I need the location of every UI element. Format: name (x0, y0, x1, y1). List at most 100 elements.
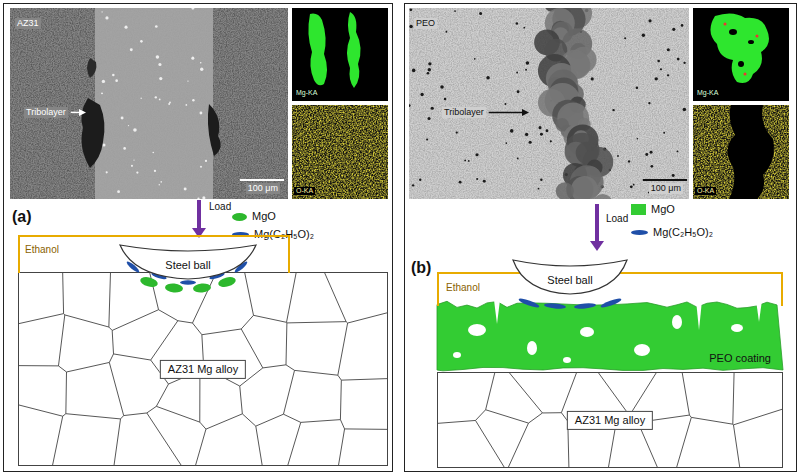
alloy-substrate: AZ31 Mg alloy (437, 372, 783, 468)
wear-debris (185, 104, 187, 106)
wear-debris (112, 74, 115, 77)
element-signal (308, 14, 327, 86)
coating-pore (628, 160, 630, 162)
load-label: Load (606, 213, 628, 225)
coating-pore (657, 60, 660, 63)
signal-dot (744, 73, 747, 76)
coating-pore (681, 24, 684, 27)
legend-text: MgO (252, 210, 276, 223)
legend-item: Mg(C₂H₅O)₂ (631, 226, 713, 239)
signal-gap (748, 40, 754, 44)
node-text: Tribolayer (442, 107, 486, 118)
wear-debris (159, 184, 160, 185)
coating-pore (464, 160, 466, 162)
ethoxide-film (209, 271, 226, 280)
text-slot: Steel ball (513, 270, 627, 288)
ethoxide-film (233, 260, 248, 274)
coating-pore (642, 34, 645, 37)
alloy-substrate: AZ31 Mg alloy (18, 272, 388, 466)
peo-coating: PEO coating (437, 300, 783, 372)
wear-debris (101, 92, 103, 94)
text-slot: Ethanol (444, 277, 482, 295)
legend-swatch (631, 230, 648, 235)
mgo-particle (165, 283, 184, 294)
wear-debris (159, 99, 161, 101)
ethanol-bath: EthanolSteel ball (18, 235, 290, 273)
coating-pore (546, 129, 549, 132)
scale-bar (643, 179, 687, 181)
node-text: PEO coating (709, 352, 771, 365)
steel-ball: Steel ball (513, 258, 627, 296)
text-slot: Tribolayer (24, 101, 68, 119)
coating-pore (538, 126, 541, 129)
coating-pore (420, 93, 423, 96)
steel-ball-outline (513, 260, 627, 294)
signal-dot (724, 23, 727, 26)
wear-debris (130, 48, 133, 51)
coating-pore (683, 62, 685, 64)
coating-pore (453, 352, 461, 358)
wear-debris (124, 26, 127, 29)
coating-pore (483, 180, 486, 183)
grain-boundaries (19, 273, 387, 465)
node-text: 100 μm (649, 183, 683, 194)
load-arrow-head (590, 241, 604, 251)
load-arrow (197, 200, 201, 229)
legend-text: Mg(C₂H₅O)₂ (653, 226, 713, 239)
coating-pore (591, 77, 594, 80)
tribolayer-patch (208, 104, 221, 156)
coating-pore (468, 160, 470, 162)
coating-pore (504, 103, 506, 105)
wear-debris (131, 165, 133, 167)
coating-pore (523, 27, 525, 29)
coating-pore (683, 108, 687, 112)
ethoxide-film (544, 303, 566, 310)
coating-pore (427, 72, 430, 75)
coating-pore (516, 72, 518, 74)
wear-debris (200, 68, 203, 71)
coating-pore (454, 10, 456, 12)
sem-image (409, 8, 689, 199)
grain-boundaries (438, 373, 782, 467)
coating-pore (476, 178, 478, 180)
text-slot: Steel ball (120, 255, 256, 273)
text-slot: (a) (12, 207, 32, 226)
node-text: AZ31 Mg alloy (567, 411, 653, 430)
wear-debris (154, 170, 156, 172)
coating-pore (660, 68, 662, 70)
coating-pore (468, 324, 486, 336)
coating-pore (517, 157, 519, 159)
label-slot: Load (209, 196, 231, 214)
coating-pore (527, 341, 537, 355)
steel-ball: Steel ball (120, 243, 256, 281)
wear-debris (155, 25, 158, 28)
pointer-arrow (71, 112, 80, 114)
wear-debris (123, 147, 126, 150)
tribolayer-patch (571, 176, 598, 199)
sem-micrograph: PEOTribolayer100 μm (409, 8, 689, 199)
coating-pore (645, 153, 648, 156)
coating-pore (672, 28, 675, 31)
coating-pore (672, 174, 675, 177)
wear-debris (121, 117, 124, 120)
eds-image (693, 105, 789, 199)
wear-debris (152, 152, 154, 154)
tribolayer-patch (593, 194, 612, 199)
wear-track (95, 8, 213, 199)
eds-map: O-KA (292, 105, 388, 199)
coating-pore (731, 324, 743, 332)
pointer-arrow-head (79, 109, 86, 116)
coating-pore (409, 104, 411, 107)
coating-pore (677, 150, 679, 152)
coating-pore (650, 165, 653, 168)
element-signal (710, 13, 769, 83)
coating-pore (648, 102, 650, 104)
sem-ground (409, 8, 689, 199)
eds-map: Mg-KA (292, 8, 388, 101)
coating-pore (409, 25, 412, 28)
pointer-arrow (489, 112, 523, 114)
coating-pore (510, 129, 514, 133)
tribolayer-patch (81, 98, 104, 168)
text-slot: PEO coating (709, 348, 771, 366)
